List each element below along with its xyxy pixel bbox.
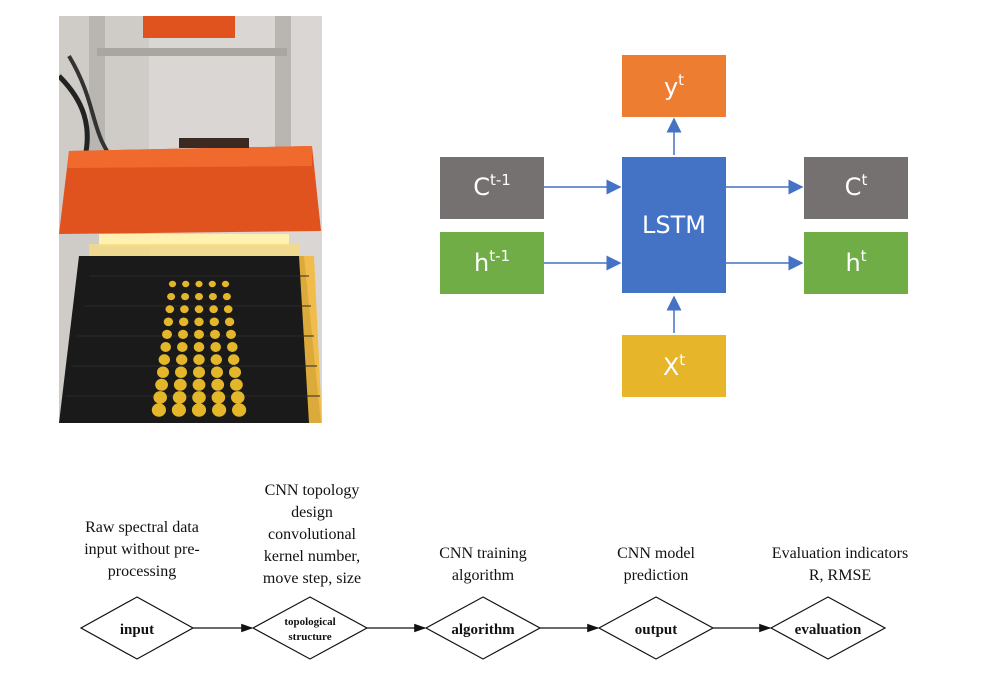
input-box [622,335,726,397]
maize-kernel [211,391,226,404]
hidden-prev-label: ht-1 [474,247,510,277]
maize-kernel [211,366,223,378]
maize-kernel [209,305,218,314]
maize-kernel [208,293,217,301]
maize-kernel [194,329,204,339]
node-input [79,596,195,660]
cell-prev-label: Ct-1 [473,171,511,201]
maize-kernel [194,305,204,314]
maize-kernel [208,280,216,288]
maize-kernel [155,378,168,391]
maize-kernel [168,280,177,288]
node-topology-label-2: structure [288,631,331,643]
cell-out-box [804,157,908,219]
maize-kernel [165,305,175,314]
maize-kernel [153,391,167,404]
maize-kernel [193,354,205,365]
output-label: yt [664,71,684,101]
maize-kernel [231,391,245,404]
maize-kernels [151,280,247,417]
maize-kernel [229,366,241,378]
maize-kernel [173,378,187,391]
node-evaluation-label: evaluation [795,622,862,638]
maize-kernel [178,329,188,339]
node-topology [251,596,369,660]
maize-kernel [151,403,166,417]
maize-kernel [163,317,174,327]
node-output [597,596,715,660]
maize-kernel [224,317,235,327]
cnn-flow-diagram: input topological structure algorithm ou… [79,596,887,660]
maize-kernel [193,366,205,378]
cell-prev-box [440,157,544,219]
caption-input: Raw spectral data input without pre- pro… [84,519,200,580]
maize-kernel [226,329,236,339]
maize-kernel [212,403,227,417]
maize-kernel [177,342,188,352]
maize-kernel [195,293,203,301]
maize-kernel [182,280,190,288]
maize-kernel [192,391,206,404]
lstm-diagram: yt LSTM Ct-1 ht-1 Ct ht Xt [440,55,908,397]
hidden-out-box [804,232,908,294]
maize-kernel [167,293,176,301]
lstm-label: LSTM [642,211,706,239]
maize-kernel [209,317,219,327]
maize-kernel [195,280,203,288]
hidden-prev-box [440,232,544,294]
maize-kernel [227,342,238,352]
maize-kernel [158,354,170,365]
output-box [622,55,726,117]
maize-kernel [171,403,186,417]
node-input-label: input [120,622,154,638]
caption-topology: CNN topology design convolutional kernel… [262,482,362,587]
lstm-box [622,157,726,293]
maize-kernel [172,391,187,404]
maize-kernel [230,378,243,391]
node-algorithm [424,596,542,660]
maize-kernel [210,342,221,352]
caption-evaluation: Evaluation indicators R, RMSE [771,545,909,584]
node-topology-label-1: topological [284,616,335,628]
caption-algorithm: CNN training algorithm [439,545,527,584]
maize-kernel [221,280,230,288]
maize-kernel [232,403,247,417]
maize-kernel [176,354,188,365]
maize-kernel [211,378,225,391]
node-output-label: output [635,622,678,638]
maize-kernel [228,354,240,365]
maize-kernel [181,293,190,301]
maize-kernel [194,317,204,327]
caption-output: CNN model prediction [617,545,695,584]
maize-kernel [223,305,233,314]
maize-kernel [222,293,231,301]
maize-kernel [192,378,206,391]
maize-kernel [162,329,172,339]
maize-kernel [157,366,169,378]
maize-kernel [175,366,187,378]
maize-kernel [210,329,220,339]
input-label: Xt [663,351,685,381]
hidden-out-label: ht [845,247,866,277]
node-evaluation [769,596,887,660]
maize-kernel [210,354,222,365]
maize-kernel [191,403,207,417]
node-algorithm-label: algorithm [451,622,515,638]
maize-kernel [160,342,171,352]
maize-kernel [179,317,189,327]
maize-kernel [193,342,205,352]
maize-kernel [180,305,189,314]
cell-out-label: Ct [845,171,868,201]
device-photo [59,16,322,423]
